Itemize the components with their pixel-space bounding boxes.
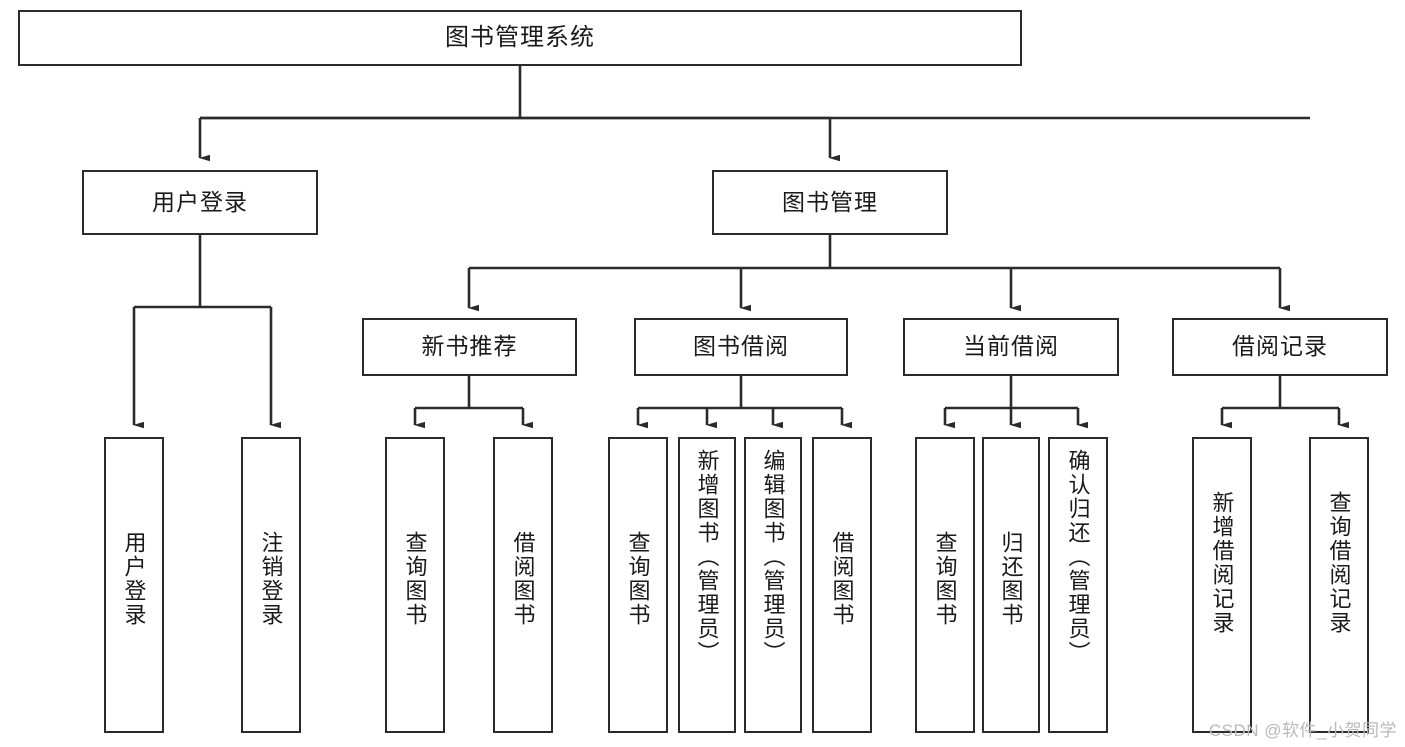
leaf-label: 新增图书（管理员） bbox=[694, 449, 720, 665]
leaf-record-query-record[interactable]: 查询借阅记录 bbox=[1309, 437, 1369, 733]
watermark-text: CSDN @软件_小贺同学 bbox=[1208, 721, 1397, 740]
leaf-label: 借阅图书 bbox=[829, 531, 855, 627]
node-root-system[interactable]: 图书管理系统 bbox=[18, 10, 1022, 66]
leaf-current-confirm-return-admin[interactable]: 确认归还（管理员） bbox=[1048, 437, 1108, 733]
leaf-label: 归还图书 bbox=[998, 531, 1024, 627]
leaf-user-login-login[interactable]: 用户登录 bbox=[104, 437, 164, 733]
node-label: 图书管理 bbox=[782, 188, 878, 215]
leaf-label: 新增借阅记录 bbox=[1209, 491, 1235, 635]
leaf-label: 查询图书 bbox=[402, 531, 428, 627]
leaf-borrow-query-book[interactable]: 查询图书 bbox=[608, 437, 668, 733]
leaf-label: 用户登录 bbox=[121, 531, 147, 627]
node-label: 图书管理系统 bbox=[445, 23, 595, 51]
leaf-current-query-book[interactable]: 查询图书 bbox=[915, 437, 975, 733]
node-current-borrow[interactable]: 当前借阅 bbox=[903, 318, 1119, 376]
node-borrow-record[interactable]: 借阅记录 bbox=[1172, 318, 1388, 376]
node-label: 用户登录 bbox=[152, 188, 248, 215]
leaf-label: 编辑图书（管理员） bbox=[760, 449, 786, 665]
node-label: 当前借阅 bbox=[963, 333, 1059, 360]
node-book-borrow[interactable]: 图书借阅 bbox=[634, 318, 848, 376]
leaf-new-book-borrow-book[interactable]: 借阅图书 bbox=[493, 437, 553, 733]
leaf-label: 查询借阅记录 bbox=[1326, 491, 1352, 635]
leaf-label: 查询图书 bbox=[625, 531, 651, 627]
leaf-user-login-logout[interactable]: 注销登录 bbox=[241, 437, 301, 733]
node-new-book-recommend[interactable]: 新书推荐 bbox=[362, 318, 577, 376]
node-book-management[interactable]: 图书管理 bbox=[712, 170, 948, 235]
leaf-borrow-borrow-book[interactable]: 借阅图书 bbox=[812, 437, 872, 733]
node-label: 图书借阅 bbox=[693, 333, 789, 360]
leaf-record-add-record[interactable]: 新增借阅记录 bbox=[1192, 437, 1252, 733]
leaf-label: 确认归还（管理员） bbox=[1065, 449, 1091, 665]
leaf-label: 借阅图书 bbox=[510, 531, 536, 627]
leaf-current-return-book[interactable]: 归还图书 bbox=[982, 437, 1040, 733]
leaf-label: 查询图书 bbox=[932, 531, 958, 627]
node-label: 借阅记录 bbox=[1232, 333, 1328, 360]
leaf-label: 注销登录 bbox=[258, 531, 284, 627]
leaf-borrow-edit-book-admin[interactable]: 编辑图书（管理员） bbox=[744, 437, 802, 733]
leaf-new-book-query-book[interactable]: 查询图书 bbox=[385, 437, 445, 733]
node-label: 新书推荐 bbox=[421, 333, 518, 360]
leaf-borrow-add-book-admin[interactable]: 新增图书（管理员） bbox=[678, 437, 736, 733]
node-user-login[interactable]: 用户登录 bbox=[82, 170, 318, 235]
